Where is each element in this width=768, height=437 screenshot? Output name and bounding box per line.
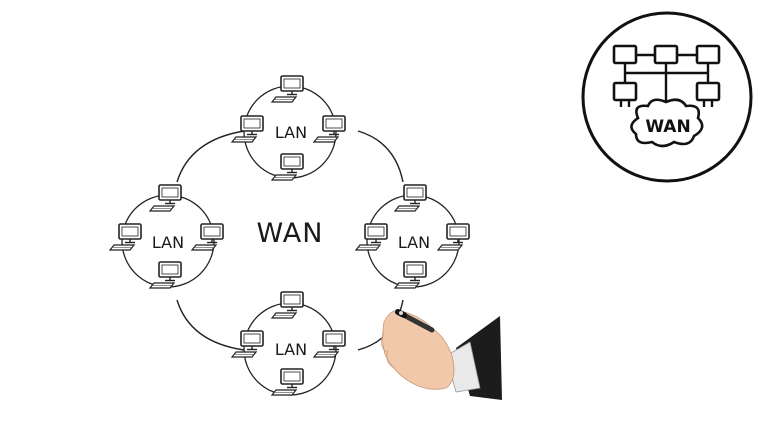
lan-label-right: LAN (397, 233, 431, 252)
computer-icon (271, 153, 304, 181)
computer-icon (149, 184, 182, 212)
computer-icon (271, 368, 304, 396)
computer-icon (109, 223, 142, 251)
wan-link-top-right (357, 130, 404, 183)
wan-link-top-left (176, 130, 245, 183)
wan-link-bottom-left (176, 299, 245, 351)
computer-icon (191, 223, 224, 251)
computer-icon (437, 223, 470, 251)
computer-icon (394, 261, 427, 289)
computer-icon (149, 261, 182, 289)
computer-icon (355, 223, 388, 251)
wan-icon-label: WAN (645, 117, 691, 137)
wan-center-label: WAN (256, 218, 324, 249)
computer-icon (231, 330, 264, 358)
computer-icon (313, 330, 346, 358)
lan-label-left: LAN (151, 233, 185, 252)
computer-icon (271, 75, 304, 103)
wan-icon (581, 11, 753, 183)
lan-label-top: LAN (274, 123, 308, 142)
computer-icon (394, 184, 427, 212)
wan-links (176, 130, 404, 351)
computer-icon (313, 115, 346, 143)
hand-with-marker-illustration (381, 309, 502, 400)
lan-label-bottom: LAN (274, 340, 308, 359)
computer-icon (231, 115, 264, 143)
